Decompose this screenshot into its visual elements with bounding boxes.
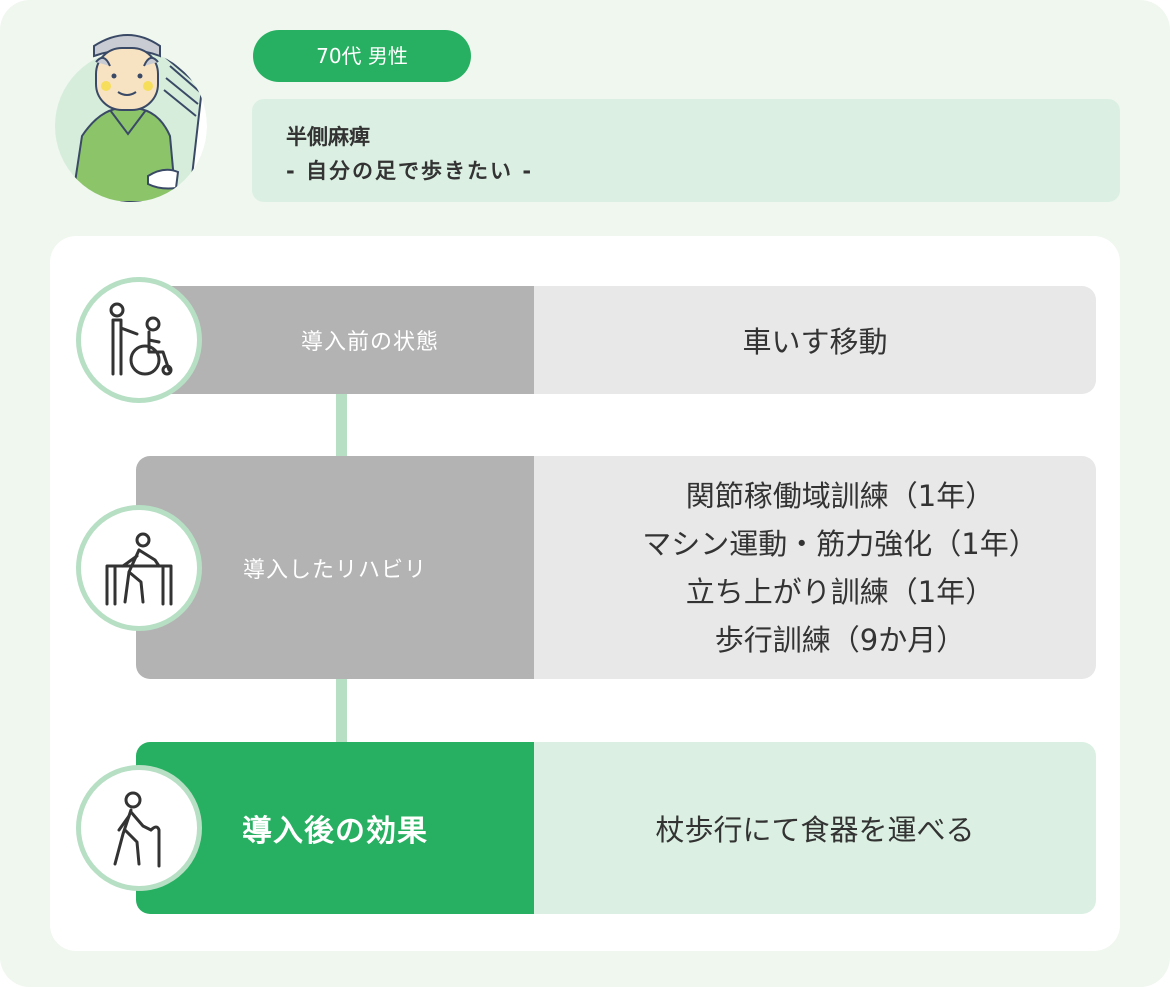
rehab-list: 関節稼働域訓練（1年） マシン運動・筋力強化（1年） 立ち上がり訓練（1年） 歩… (534, 456, 1096, 679)
elderly-man-avatar (55, 34, 207, 202)
list-item: マシン運動・筋力強化（1年） (642, 526, 1038, 561)
step-value: 杖歩行にて食器を運べる (534, 742, 1096, 914)
step-label: 導入前の状態 (136, 286, 534, 394)
step-icon-circle (76, 277, 202, 403)
step-label: 導入したリハビリ (136, 456, 534, 679)
patient-tag: 70代 男性 (253, 30, 471, 82)
list-item: 関節稼働域訓練（1年） (685, 478, 995, 513)
case-summary: 半側麻痺 - 自分の足で歩きたい - (252, 99, 1120, 202)
step-value: 車いす移動 (534, 286, 1096, 394)
parallel-bars-walking-icon (105, 532, 173, 606)
timeline-connector (336, 394, 347, 458)
list-item: 立ち上がり訓練（1年） (685, 574, 995, 609)
cane-walking-icon (113, 791, 161, 868)
step-before: 導入前の状態 車いす移動 (136, 286, 1096, 394)
step-label: 導入後の効果 (136, 742, 534, 914)
step-rehab: 導入したリハビリ 関節稼働域訓練（1年） マシン運動・筋力強化（1年） 立ち上が… (136, 456, 1096, 679)
condition-text: 半側麻痺 (286, 125, 370, 149)
timeline-connector (336, 678, 347, 744)
goal-text: - 自分の足で歩きたい - (286, 159, 534, 183)
list-item: 歩行訓練（9か月） (714, 622, 966, 657)
step-icon-circle (76, 765, 202, 891)
wheelchair-assist-icon (109, 302, 173, 376)
step-after: 導入後の効果 杖歩行にて食器を運べる (136, 742, 1096, 914)
step-icon-circle (76, 505, 202, 631)
